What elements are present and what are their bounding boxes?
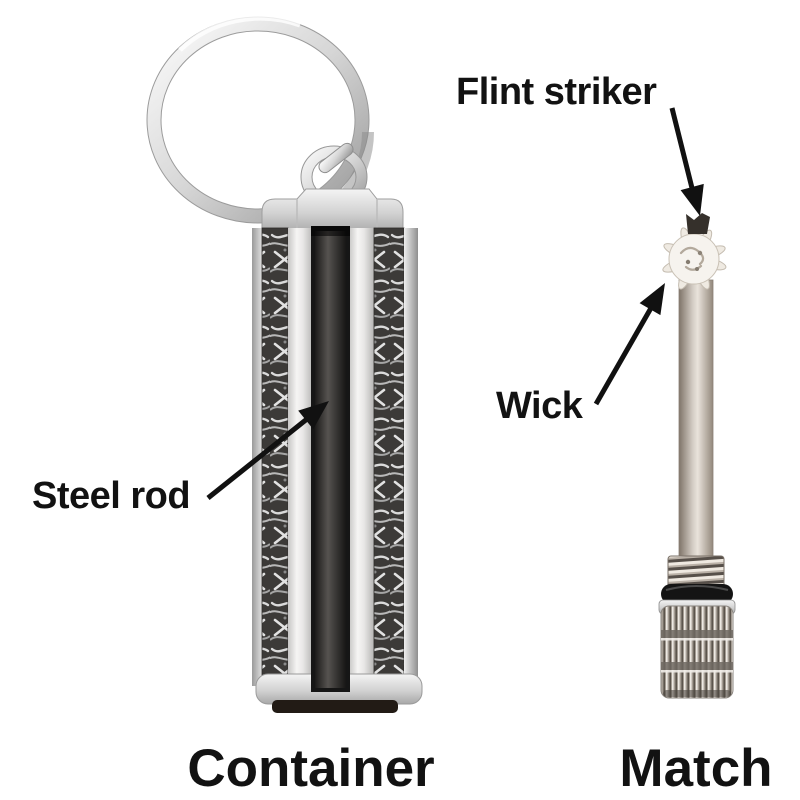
container-right-face-strip: [349, 228, 374, 686]
flint-striker-arrow: [669, 107, 704, 216]
match-caption: Match: [619, 739, 773, 798]
container-right-edge: [404, 228, 418, 686]
container-left-engraved-panel: [261, 227, 289, 687]
container-left-face-strip: [288, 228, 313, 686]
match-o-ring: [661, 584, 733, 604]
match-wick: [662, 227, 727, 290]
container-body: [252, 188, 423, 713]
match-threaded-base: [667, 555, 725, 589]
match-rod: [678, 279, 714, 563]
container-right-engraved-panel: [373, 227, 405, 687]
match-knurled-cap: [658, 599, 736, 699]
keyring-link-bar: [318, 142, 354, 174]
container-bottom-band: [272, 700, 398, 713]
annotation-arrows: [206, 107, 704, 500]
container-caption: Container: [187, 739, 435, 798]
match-flint-tip: [686, 213, 710, 234]
wick-arrow: [593, 283, 665, 406]
wick-label: Wick: [496, 385, 583, 427]
flint-striker-label: Flint striker: [456, 71, 657, 113]
steel-rod: [315, 231, 346, 688]
steel-rod-arrow: [206, 401, 329, 500]
steel-rod-label: Steel rod: [32, 475, 191, 517]
match-body: [658, 213, 736, 699]
